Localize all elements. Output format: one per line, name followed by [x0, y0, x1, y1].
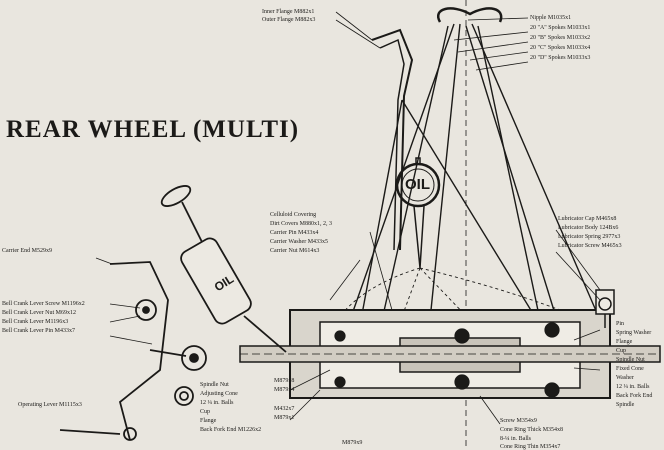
- label-spring-washer: Spring Washer: [616, 330, 652, 336]
- label-spokes-c: 20 "C" Spokes M1033x4: [530, 45, 591, 51]
- label-spindle-nut-right: Spindle Nut: [616, 357, 645, 363]
- leader-lines: [95, 11, 601, 425]
- label-spokes-b: 20 "B" Spokes M1033x2: [530, 35, 591, 41]
- label-m879-8: M879x8: [274, 378, 295, 384]
- lubricator: [595, 289, 615, 328]
- label-washer: Washer: [616, 375, 634, 381]
- label-carrier-nut: Carrier Nut M614x3: [270, 248, 320, 254]
- label-balls-bottom: 8-¼ in. Balls: [500, 436, 531, 442]
- label-celluloid-covering: Celluloid Covering: [270, 212, 317, 218]
- label-balls-left: 12 ¼ in. Balls: [200, 400, 234, 406]
- label-fixed-cone: Fixed Cone: [616, 366, 644, 372]
- label-bell-crank-lever-pin: Bell Crank Lever Pin M433x7: [2, 328, 75, 334]
- label-operating-lever: Operating Lever M1115x3: [18, 402, 82, 408]
- spokes: [349, 23, 601, 331]
- spindle: [239, 345, 661, 363]
- label-m879-9: M879x9: [342, 440, 363, 446]
- label-outer-flange: Outer Flange M882x3: [262, 17, 316, 23]
- label-balls-right: 12 ¼ in. Balls: [616, 384, 650, 390]
- oil-can-label: OIL: [405, 176, 430, 193]
- label-m879-1: M879x1: [274, 415, 295, 421]
- label-spindle-nut: Spindle Nut: [200, 382, 229, 388]
- label-flange-left: Flange: [200, 418, 217, 424]
- label-flange-right: Flange: [616, 339, 633, 345]
- label-spokes-d: 20 "D" Spokes M1033x3: [530, 55, 591, 61]
- label-bell-crank-lever: Bell Crank Lever M1196x3: [2, 319, 69, 325]
- label-bell-crank-lever-nut: Bell Crank Lever Nut M69x12: [2, 310, 76, 316]
- label-m432-7: M432x7: [274, 406, 295, 412]
- label-lubricator-spring: Lubricator Spring 2977x3: [558, 234, 621, 240]
- label-lubricator-cap: Lubricator Cap M465x8: [558, 216, 617, 222]
- label-lubricator-body: Lubricator Body 124Bx6: [558, 225, 619, 231]
- label-cone-ring-thin: Cone Ring Thin M354x7: [500, 444, 561, 450]
- label-carrier-pin: Carrier Pin M433x4: [270, 230, 319, 236]
- oil-can: [395, 157, 441, 269]
- label-lubricator-screw: Lubricator Screw M465x3: [558, 243, 622, 249]
- hub-flanges: [371, 28, 414, 251]
- label-adjusting-cone: Adjusting Cone: [200, 391, 238, 397]
- label-inner-flange: Inner Flange M882x1: [262, 9, 315, 15]
- brake-linkage: [59, 261, 207, 441]
- label-back-fork-end-right: Back Fork End: [616, 393, 653, 399]
- label-m879-4: M879x4: [274, 387, 295, 393]
- label-carrier-washer: Carrier Washer M433x5: [270, 239, 329, 245]
- label-pin: Pin: [616, 321, 625, 327]
- label-bell-crank-lever-screw: Bell Crank Lever Screw M1196x2: [2, 301, 85, 307]
- label-dirt-covers: Dirt Covers M880x1, 2, 3: [270, 221, 332, 227]
- label-nipple: Nipple M1035x1: [530, 15, 572, 21]
- label-back-fork-end-left: Back Fork End M1226x2: [200, 427, 262, 433]
- label-cup-left: Cup: [200, 409, 211, 415]
- label-cup-right: Cup: [616, 348, 627, 354]
- label-carrier-end: Carrier End M529x9: [2, 248, 52, 254]
- page-title: REAR WHEEL (MULTI): [6, 116, 300, 143]
- oil-gun: [160, 185, 287, 353]
- label-cone-ring-thick: Cone Ring Thick M354x8: [500, 427, 564, 433]
- label-spokes-a: 20 "A" Spokes M1033x1: [530, 25, 591, 31]
- label-screw: Screw M354x9: [500, 418, 537, 424]
- label-spindle: Spindle: [616, 402, 635, 408]
